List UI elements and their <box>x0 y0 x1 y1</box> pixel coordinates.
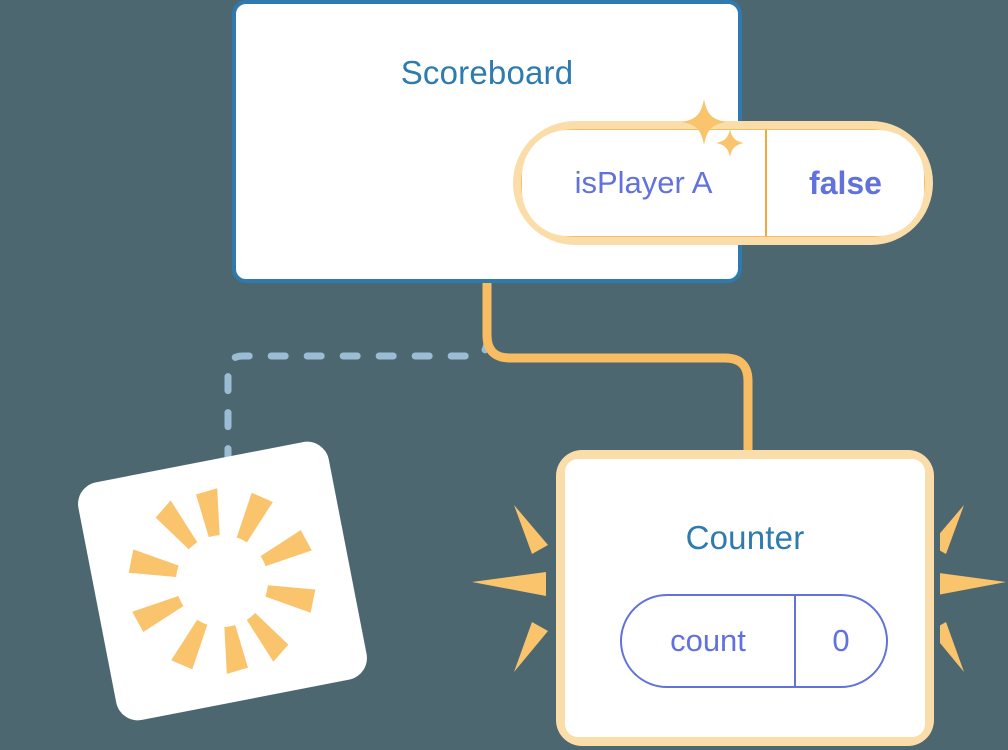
scoreboard-property-pill[interactable]: isPlayer A false <box>513 121 933 245</box>
scoreboard-property-key: isPlayer A <box>574 165 713 200</box>
counter-title: Counter <box>685 519 805 556</box>
sparkle-icon-large <box>682 99 726 145</box>
counter-property-key: count <box>670 623 746 658</box>
burst-rays-counter-left <box>472 505 548 672</box>
counter-card-face: Counter count 0 <box>565 459 925 737</box>
connector-scoreboard-to-counter <box>482 282 753 462</box>
pill-face: isPlayer A false <box>522 130 924 236</box>
counter-property-pill[interactable]: count 0 <box>620 594 888 688</box>
burst-rays-counter-right <box>940 505 1006 672</box>
counter-property-value: 0 <box>794 596 886 686</box>
burst-icon-blank-card <box>128 488 316 674</box>
sparkle-icon-small <box>716 129 744 157</box>
scoreboard-property-value: false <box>765 130 924 236</box>
node-card-blank[interactable] <box>74 437 371 725</box>
node-card-counter[interactable]: Counter count 0 <box>556 450 934 746</box>
node-card-scoreboard[interactable]: Scoreboard isPlayer A false <box>232 0 933 283</box>
scoreboard-title: Scoreboard <box>400 54 574 91</box>
